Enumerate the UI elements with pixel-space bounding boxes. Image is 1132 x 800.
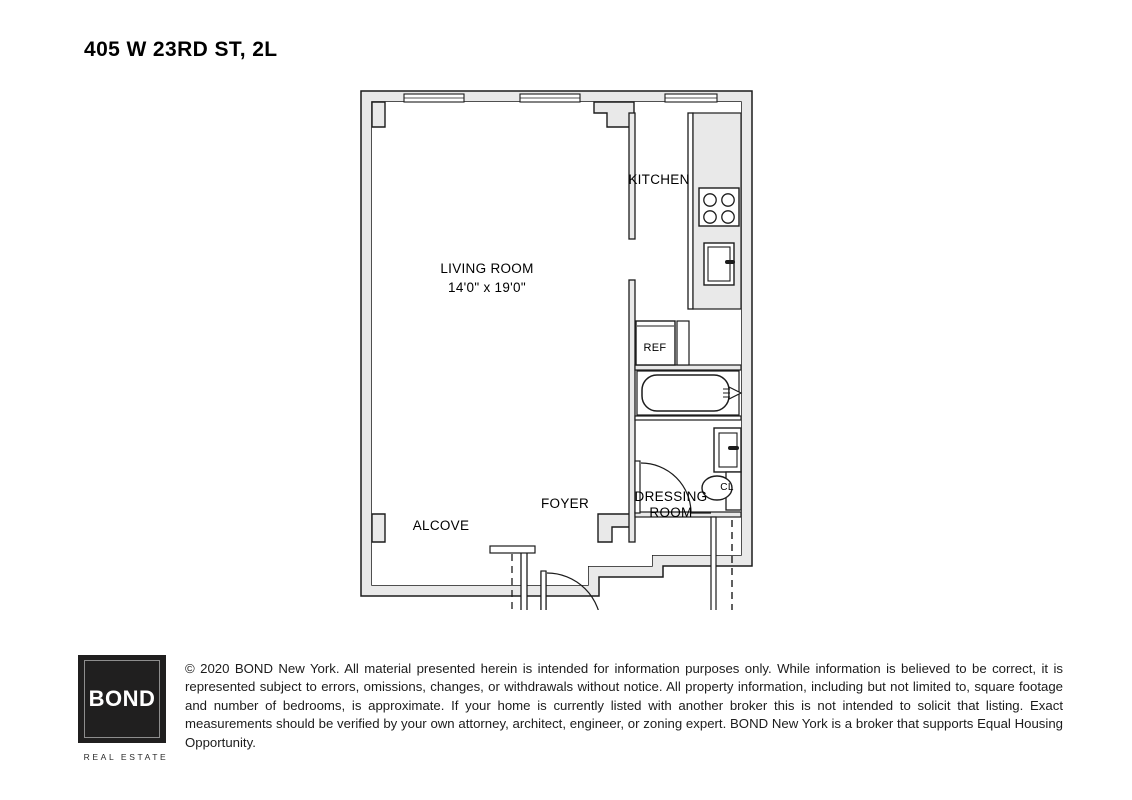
room-label-living-dimensions: 14'0" x 19'0" [448, 280, 526, 295]
room-label-living: LIVING ROOM [440, 261, 533, 276]
footer: BOND REAL ESTATE © 2020 BOND New York. A… [0, 640, 1132, 780]
room-label-dressing: DRESSING [635, 489, 708, 504]
bathtub-icon [636, 370, 743, 416]
floorplan-container: KITCHEN LIVING ROOM 14'0" x 19'0" REF AL… [0, 80, 1132, 610]
bathroom-door-icon[interactable] [634, 460, 711, 514]
toilet-icon [701, 471, 742, 511]
bathroom-sink-icon [713, 427, 742, 473]
kitchen-fixtures [635, 187, 740, 366]
bumpout-n-center [593, 101, 635, 128]
window-2 [519, 93, 581, 103]
wall-alcove-foyer-head [489, 545, 536, 554]
wall-alcove-foyer [520, 551, 528, 610]
room-label-dressing-room: ROOM [649, 505, 692, 520]
room-labels: KITCHEN LIVING ROOM 14'0" x 19'0" REF AL… [413, 172, 734, 533]
wall-bumpouts [371, 101, 635, 543]
wall-living-kitchen-lower [628, 279, 636, 543]
bumpout-nw [371, 101, 386, 128]
stove-cooktop-icon [698, 187, 740, 227]
wall-bath-dressing [634, 511, 742, 518]
disclaimer-text: © 2020 BOND New York. All material prese… [185, 661, 1063, 750]
logo-wordmark: BOND [88, 686, 156, 711]
logo-square: BOND [78, 655, 166, 743]
floorplan-render: KITCHEN LIVING ROOM 14'0" x 19'0" REF AL… [360, 90, 753, 610]
floorplan-drawing: KITCHEN LIVING ROOM 14'0" x 19'0" REF AL… [0, 80, 1132, 610]
bond-logo: BOND REAL ESTATE [78, 655, 174, 762]
room-label-foyer: FOYER [541, 496, 589, 511]
room-label-kitchen: KITCHEN [628, 172, 689, 187]
interior-floor [372, 102, 741, 585]
wall-kitchen-bath [634, 364, 742, 371]
room-label-alcove: ALCOVE [413, 518, 470, 533]
room-label-refrigerator: REF [644, 342, 667, 354]
logo-subtitle: REAL ESTATE [83, 752, 169, 762]
window-3 [664, 93, 718, 103]
page-title: 405 W 23RD ST, 2L [84, 38, 278, 61]
entry-door-icon[interactable] [540, 570, 630, 610]
kitchen-sink-icon [703, 242, 735, 286]
bathroom-fixtures [634, 370, 743, 514]
room-label-closet: CL [720, 482, 734, 493]
wall-closet-partition [710, 516, 717, 610]
window-1 [403, 93, 465, 103]
wall-living-kitchen-upper [628, 112, 636, 240]
wall-tub-base [634, 415, 742, 421]
logo-inner-border: BOND [84, 660, 160, 738]
bumpout-w-mid [371, 513, 386, 543]
wall-kitchen-counter [687, 112, 694, 310]
refrigerator-icon [635, 320, 690, 366]
windows-group [403, 93, 718, 103]
